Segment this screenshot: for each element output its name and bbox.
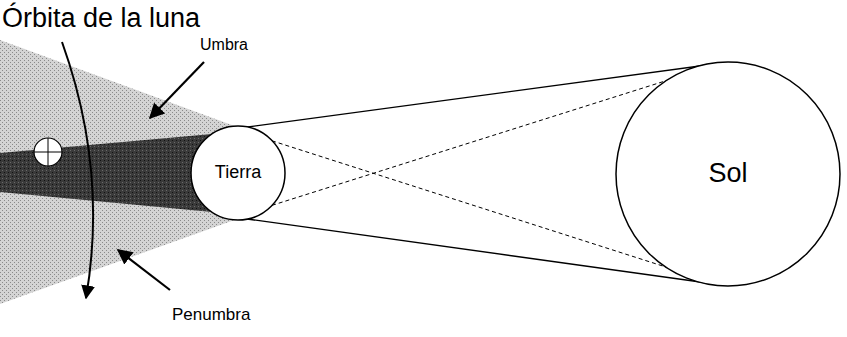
circle-shape (616, 62, 840, 286)
region-label: Penumbra (172, 306, 250, 325)
umbra-region (0, 134, 212, 212)
leader-arrow (118, 250, 170, 290)
orbit-label: Órbita de la luna (2, 4, 200, 34)
moon-line (48, 138, 49, 166)
leader-arrow (150, 62, 204, 118)
node-text: Tierra (215, 163, 261, 183)
circle-shape (191, 126, 285, 220)
earth-circle: Tierra (189, 124, 287, 222)
orbit-arrow (62, 42, 93, 298)
moon (34, 138, 62, 166)
region-label: Umbra (200, 36, 248, 54)
node-text: Sol (708, 159, 747, 189)
sun-circle: Sol (614, 60, 842, 288)
